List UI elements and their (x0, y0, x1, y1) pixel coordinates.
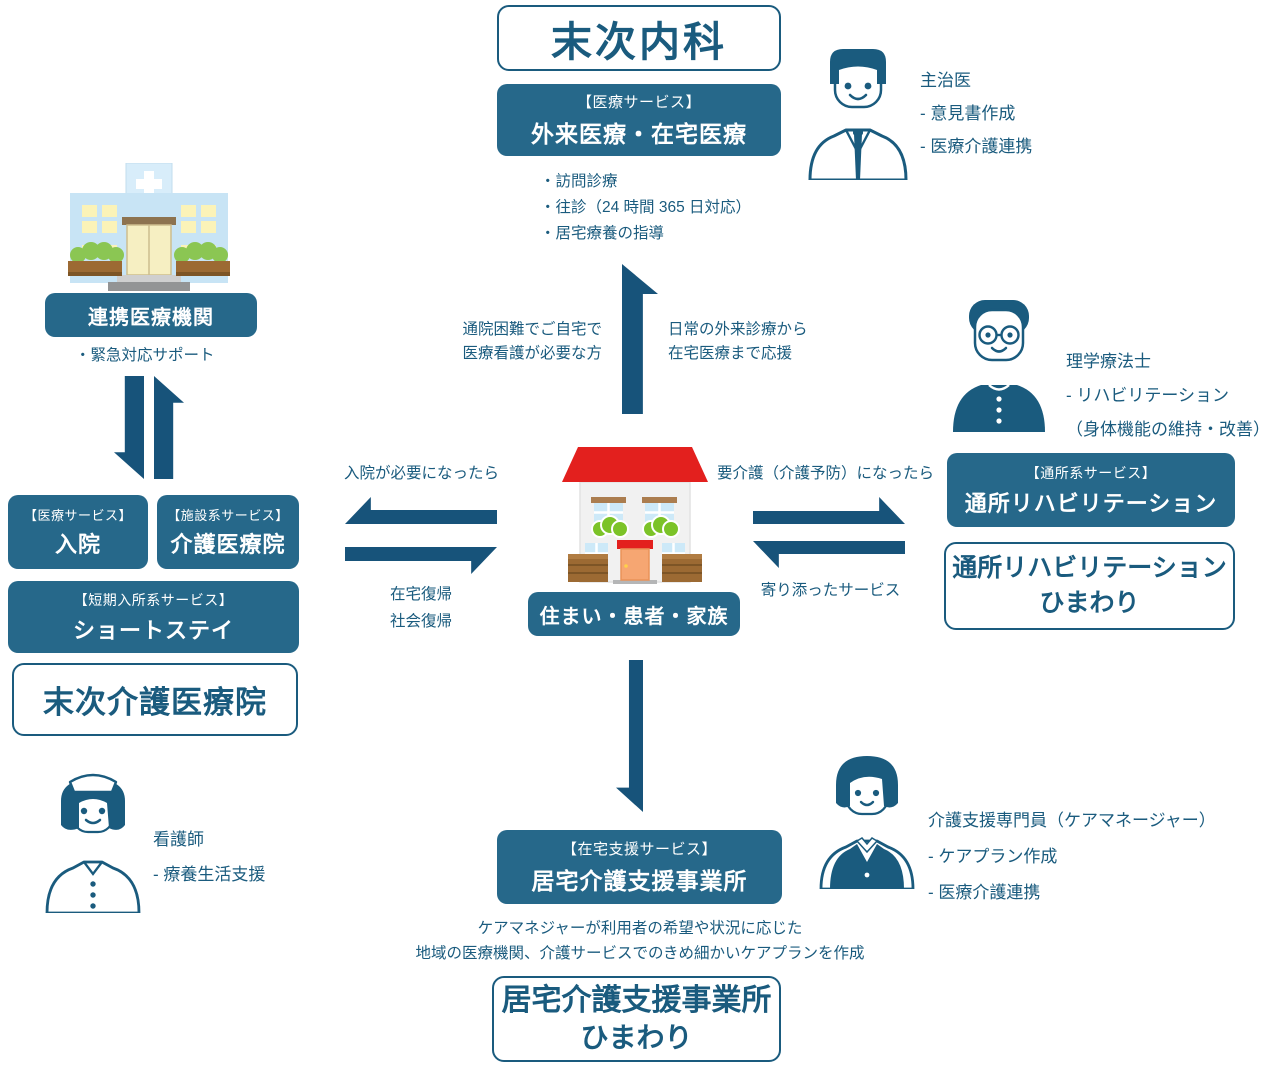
care-office-himawari-line1: 居宅介護支援事業所 (501, 984, 772, 1018)
care-manager-icon (815, 751, 919, 889)
home-care-support-category: 【在宅支援サービス】 (561, 841, 717, 858)
care-manager-role: 介護支援専門員（ケアマネージャー） (928, 811, 1216, 830)
clinic-title-box: 末次内科 (497, 5, 781, 71)
therapist-labels: 理学療法士 - リハビリテーション （身体機能の維持・改善） (1066, 345, 1270, 447)
doctor-item: - 医療介護連携 (920, 137, 1033, 156)
partner-hospital-label: 連携医療機関 (88, 306, 214, 329)
arrow-left-rehab-to-home (753, 541, 905, 568)
day-rehab-service-box: 【通所系サービス】 通所リハビリテーション (947, 453, 1235, 527)
label-line: 医療看護が必要な方 (462, 345, 602, 362)
nurse-labels: 看護師 - 療養生活支援 (153, 822, 265, 892)
home-care-support-box: 【在宅支援サービス】 居宅介護支援事業所 (497, 830, 782, 904)
day-rehab-himawari-box: 通所リハビリテーション ひまわり (944, 542, 1235, 630)
care-facility-box: 【施設系サービス】 介護医療院 (157, 495, 299, 569)
doctor-icon (803, 42, 913, 180)
day-rehab-himawari-line2: ひまわり (1039, 589, 1140, 617)
doctor-role: 主治医 (920, 71, 971, 90)
clinic-title: 末次内科 (551, 19, 727, 65)
care-manager-item: - 医療介護連携 (928, 883, 1041, 902)
return-home-labels: 在宅復帰 社会復帰 (346, 581, 496, 635)
emergency-support-bullet: ・緊急対応サポート (75, 347, 215, 364)
service-title: 外来医療・在宅医療 (531, 121, 747, 147)
label-line: 社会復帰 (389, 613, 452, 630)
nurse-role: 看護師 (153, 830, 204, 849)
close-service-label: 寄り添ったサービス (760, 582, 901, 599)
care-manager-item: - ケアプラン作成 (928, 847, 1058, 866)
therapist-role: 理学療法士 (1066, 352, 1151, 371)
label-line: 在宅復帰 (389, 586, 452, 603)
day-rehab-category: 【通所系サービス】 (1025, 464, 1157, 481)
to-hospital-label: 入院が必要になったら (344, 465, 500, 482)
shortstay-box: 【短期入所系サービス】 ショートステイ (8, 581, 299, 653)
house-icon (562, 446, 708, 586)
nurse-icon (38, 765, 148, 913)
inpatient-category: 【医療サービス】 (23, 508, 132, 523)
outpatient-bullets: ・訪問診療 ・往診（24 時間 365 日対応） ・居宅療養の指導 (540, 169, 751, 247)
day-rehab-title: 通所リハビリテーション (964, 490, 1218, 516)
description-line: 地域の医療機関、介護サービスでのきめ細かいケアプランを作成 (415, 945, 865, 962)
shortstay-title: ショートステイ (72, 617, 234, 643)
arrow-up-home-to-clinic (622, 264, 658, 414)
suetsugu-care-facility-box: 末次介護医療院 (12, 663, 298, 736)
description-line: ケアマネジャーが利用者の希望や状況に応じた (477, 920, 803, 937)
hospital-icon (60, 163, 238, 295)
outpatient-service-box: 【医療サービス】 外来医療・在宅医療 (497, 84, 781, 156)
care-plan-description: ケアマネジャーが利用者の希望や状況に応じた 地域の医療機関、介護サービスでのきめ… (320, 916, 960, 966)
up-arrow-left-label: 通院困難でご自宅で 医療看護が必要な方 (430, 318, 602, 366)
arrow-down-home-to-care-office (616, 660, 643, 812)
inpatient-box: 【医療サービス】 入院 (8, 495, 148, 569)
therapist-item: - リハビリテーション (1066, 386, 1230, 405)
arrow-down-to-facility (114, 376, 144, 479)
label-line: 通院困難でご自宅で (462, 321, 602, 338)
service-category: 【医療サービス】 (576, 94, 701, 111)
nurse-item: - 療養生活支援 (153, 865, 266, 884)
home-patient-family-label: 住まい・患者・家族 (539, 605, 729, 628)
label-line: 在宅医療まで応援 (668, 345, 793, 362)
arrow-left-home-to-hospital (345, 497, 497, 524)
arrow-right-hospital-to-home (345, 547, 497, 574)
care-office-himawari-line2: ひまわり (580, 1022, 693, 1054)
therapist-icon (945, 294, 1053, 432)
care-facility-title: 介護医療院 (170, 532, 286, 557)
care-manager-labels: 介護支援専門員（ケアマネージャー） - ケアプラン作成 - 医療介護連携 (928, 803, 1216, 911)
bullet-home-visit: ・訪問診療 (540, 173, 618, 190)
doctor-labels: 主治医 - 意見書作成 - 医療介護連携 (920, 64, 1032, 163)
home-patient-family-box: 住まい・患者・家族 (528, 592, 740, 636)
care-facility-category: 【施設系サービス】 (167, 508, 289, 523)
to-rehab-label: 要介護（介護予防）になったら (717, 465, 935, 482)
doctor-item: - 意見書作成 (920, 104, 1016, 123)
arrow-up-to-hospital (154, 376, 184, 479)
inpatient-title: 入院 (54, 532, 101, 557)
care-office-himawari-box: 居宅介護支援事業所 ひまわり (492, 976, 781, 1062)
partner-hospital-box: 連携医療機関 (45, 293, 257, 337)
bullet-home-care-guidance: ・居宅療養の指導 (540, 225, 665, 242)
arrow-right-home-to-rehab (753, 497, 905, 524)
day-rehab-himawari-line1: 通所リハビリテーション (952, 554, 1227, 582)
up-arrow-right-label: 日常の外来診療から 在宅医療まで応援 (668, 318, 808, 366)
therapist-item: （身体機能の維持・改善） (1066, 420, 1270, 439)
label-line: 日常の外来診療から (668, 321, 808, 338)
suetsugu-care-facility-title: 末次介護医療院 (43, 685, 267, 720)
bullet-house-call: ・往診（24 時間 365 日対応） (540, 199, 752, 216)
shortstay-category: 【短期入所系サービス】 (73, 591, 234, 608)
home-care-support-title: 居宅介護支援事業所 (531, 868, 748, 894)
